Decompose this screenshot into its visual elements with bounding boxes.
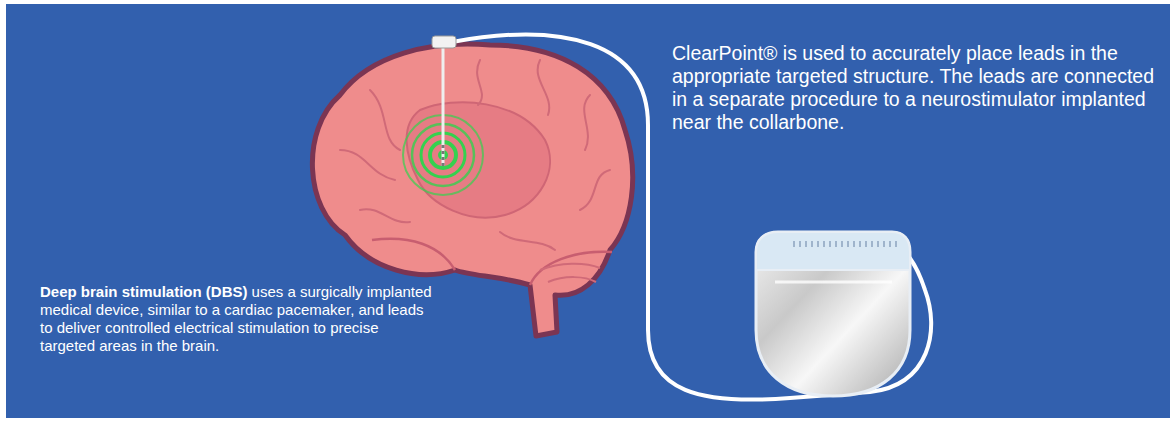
background-panel <box>6 4 1170 418</box>
description-text: ClearPoint® is used to accurately place … <box>672 42 1167 134</box>
description-text: Deep brain stimulation (DBS)uses a surgi… <box>40 283 435 355</box>
neurostimulator <box>756 232 910 396</box>
term-heading: Deep brain stimulation (DBS) <box>40 283 248 300</box>
dbs-lead <box>432 36 456 166</box>
callout-text: ClearPoint® is used to accurately place … <box>672 42 1154 133</box>
